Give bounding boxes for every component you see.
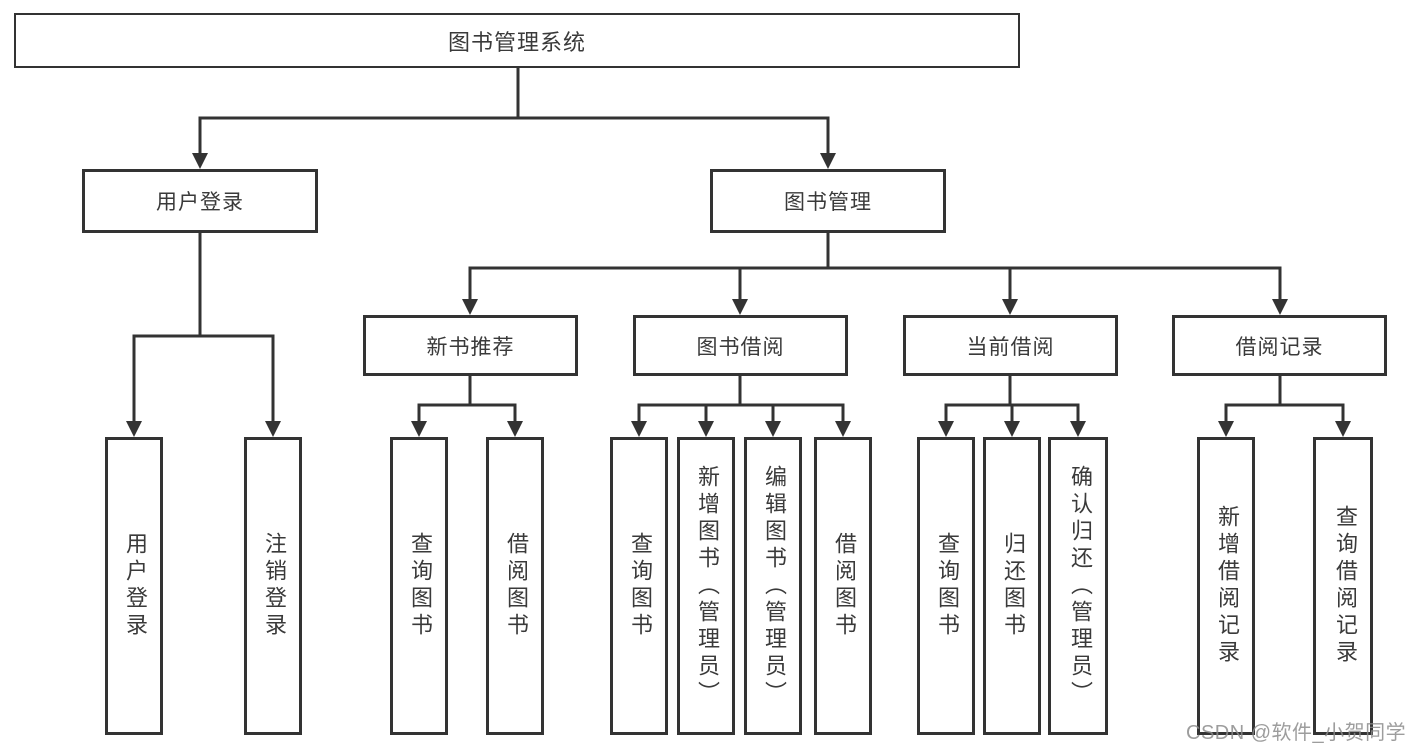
node-current-borrow: 当前借阅 [903,315,1118,376]
root-node-library-system: 图书管理系统 [14,13,1020,68]
leaf-borrow-borrow-books: 借阅图书 [814,437,872,735]
leaf-newbook-borrow-books: 借阅图书 [486,437,544,735]
leaf-logout: 注销登录 [244,437,302,735]
leaf-current-query-books: 查询图书 [917,437,975,735]
leaf-user-login: 用户登录 [105,437,163,735]
csdn-watermark: CSDN @软件_小贺同学 [1186,722,1405,744]
leaf-current-confirm-return-admin: 确认归还（管理员） [1048,437,1108,735]
leaf-record-add-borrow-record: 新增借阅记录 [1197,437,1255,735]
leaf-borrow-edit-books-admin: 编辑图书（管理员） [744,437,802,735]
node-new-book-recommend: 新书推荐 [363,315,578,376]
leaf-borrow-add-books-admin: 新增图书（管理员） [677,437,735,735]
leaf-newbook-query-books: 查询图书 [390,437,448,735]
node-book-management: 图书管理 [710,169,946,233]
node-borrow-record: 借阅记录 [1172,315,1387,376]
leaf-borrow-query-books: 查询图书 [610,437,668,735]
leaf-record-query-borrow-record: 查询借阅记录 [1313,437,1373,735]
node-user-login: 用户登录 [82,169,318,233]
node-book-borrow: 图书借阅 [633,315,848,376]
leaf-current-return-books: 归还图书 [983,437,1041,735]
